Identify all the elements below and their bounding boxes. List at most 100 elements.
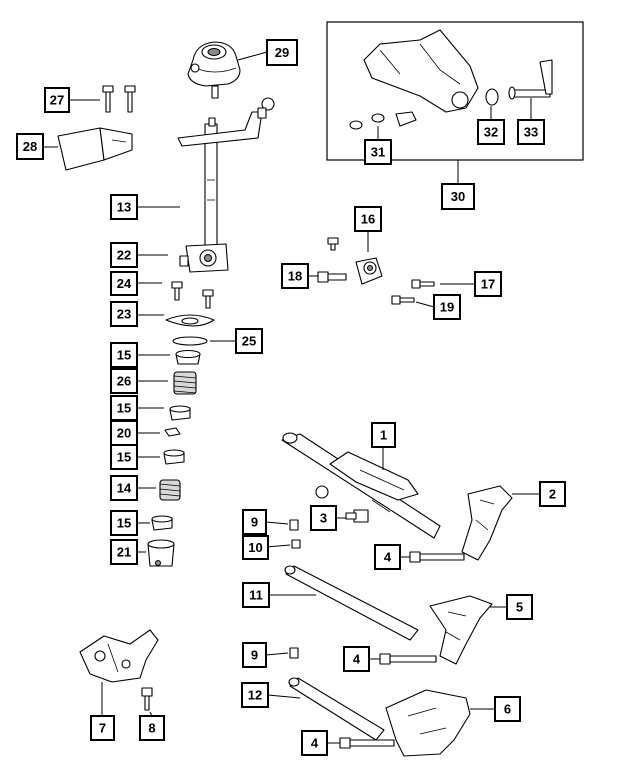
callout-4-c-label: 4: [311, 736, 319, 751]
callout-18-label: 18: [288, 269, 302, 284]
callout-29: 29: [266, 39, 298, 66]
part-31-drawing: [349, 111, 417, 130]
callout-13: 13: [110, 194, 138, 220]
leader-lines: [43, 51, 540, 744]
callout-25: 25: [235, 328, 263, 354]
callout-22-label: 22: [117, 248, 131, 263]
callout-7: 7: [90, 715, 115, 741]
part-15-drawing-c: [163, 449, 185, 465]
callout-8: 8: [139, 715, 165, 741]
callout-9-b-label: 9: [251, 648, 258, 663]
callout-20: 20: [110, 420, 138, 446]
callout-3: 3: [310, 505, 337, 531]
callout-32-label: 32: [484, 125, 498, 140]
callout-33-label: 33: [524, 125, 538, 140]
callout-11: 11: [242, 582, 270, 608]
callout-13-label: 13: [117, 200, 131, 215]
callout-16: 16: [354, 206, 382, 232]
part-2-drawing: [461, 485, 513, 561]
part-4-drawing-a: [409, 551, 465, 563]
callout-26: 26: [110, 368, 138, 394]
part-10-drawing: [291, 539, 301, 549]
callout-14: 14: [110, 475, 138, 501]
callout-27: 27: [44, 87, 70, 113]
part-15-drawing-d: [151, 515, 173, 531]
callout-27-label: 27: [50, 93, 64, 108]
callout-14-label: 14: [117, 481, 132, 496]
part-22-drawing: [179, 243, 229, 273]
callout-15-b: 15: [110, 395, 138, 421]
callout-5-label: 5: [516, 600, 523, 615]
part-9-drawing-b: [289, 647, 299, 659]
callout-15-b-label: 15: [117, 401, 131, 416]
callout-1-label: 1: [380, 428, 387, 443]
part-15-drawing-b: [169, 405, 191, 421]
callout-19: 19: [433, 294, 461, 320]
part-9-drawing-a: [289, 519, 299, 531]
callout-15-c: 15: [110, 444, 138, 470]
callout-20-label: 20: [117, 426, 131, 441]
callout-15-d-label: 15: [117, 516, 131, 531]
callout-17-label: 17: [481, 277, 495, 292]
callout-12: 12: [241, 682, 269, 708]
part-11-drawing: [284, 565, 419, 641]
callout-4-b-label: 4: [353, 652, 361, 667]
part-14-drawing: [159, 479, 181, 501]
part-23-drawing: [165, 314, 215, 327]
callout-1: 1: [371, 422, 396, 448]
part-16-drawing: [327, 237, 383, 285]
part-30-bracket-drawing: [363, 29, 499, 113]
part-20-drawing: [164, 427, 181, 437]
callout-31-label: 31: [371, 145, 385, 160]
part-27-drawing: [102, 85, 136, 113]
part-30-group-frame: [326, 21, 584, 161]
callout-30: 30: [441, 183, 475, 210]
callout-28-label: 28: [23, 139, 37, 154]
callout-17: 17: [474, 271, 502, 297]
part-1-drawing: [281, 432, 441, 539]
part-19-drawing: [391, 295, 415, 305]
part-15-drawing-a: [175, 349, 201, 365]
callout-21: 21: [110, 539, 138, 565]
callout-9-a: 9: [242, 509, 267, 535]
callout-32: 32: [477, 119, 505, 145]
callout-29-label: 29: [275, 45, 289, 60]
callout-18: 18: [281, 263, 309, 289]
callout-28: 28: [16, 133, 44, 160]
callout-33: 33: [517, 119, 545, 145]
part-4-drawing-c: [339, 737, 395, 749]
callout-24: 24: [110, 271, 138, 296]
callout-9-b: 9: [242, 642, 267, 668]
callout-26-label: 26: [117, 374, 131, 389]
part-3-drawing: [345, 509, 369, 523]
callout-21-label: 21: [117, 545, 131, 560]
callout-6: 6: [494, 696, 521, 722]
callout-4-c: 4: [301, 730, 328, 756]
part-13-drawing: [177, 97, 275, 253]
callout-7-label: 7: [99, 721, 106, 736]
callout-2-label: 2: [549, 487, 556, 502]
callout-23-label: 23: [117, 307, 131, 322]
part-25-drawing: [172, 336, 208, 346]
callout-19-label: 19: [440, 300, 454, 315]
part-4-drawing-b: [379, 653, 437, 665]
callout-3-label: 3: [320, 511, 327, 526]
callout-9-a-label: 9: [251, 515, 258, 530]
callout-24-label: 24: [117, 276, 132, 291]
part-12-drawing: [288, 677, 385, 741]
part-6-drawing: [385, 689, 471, 757]
callout-6-label: 6: [504, 702, 511, 717]
callout-15-a: 15: [110, 342, 138, 368]
callout-10-label: 10: [248, 540, 262, 555]
callout-15-d: 15: [110, 510, 138, 536]
callout-4-b: 4: [343, 646, 370, 672]
part-17-drawing: [411, 279, 435, 289]
callout-25-label: 25: [242, 334, 256, 349]
part-33-drawing: [508, 59, 553, 100]
part-7-drawing: [79, 629, 159, 683]
part-5-drawing: [429, 595, 493, 665]
part-18-drawing: [317, 271, 347, 283]
callout-15-a-label: 15: [117, 348, 131, 363]
part-26-drawing: [173, 371, 197, 395]
